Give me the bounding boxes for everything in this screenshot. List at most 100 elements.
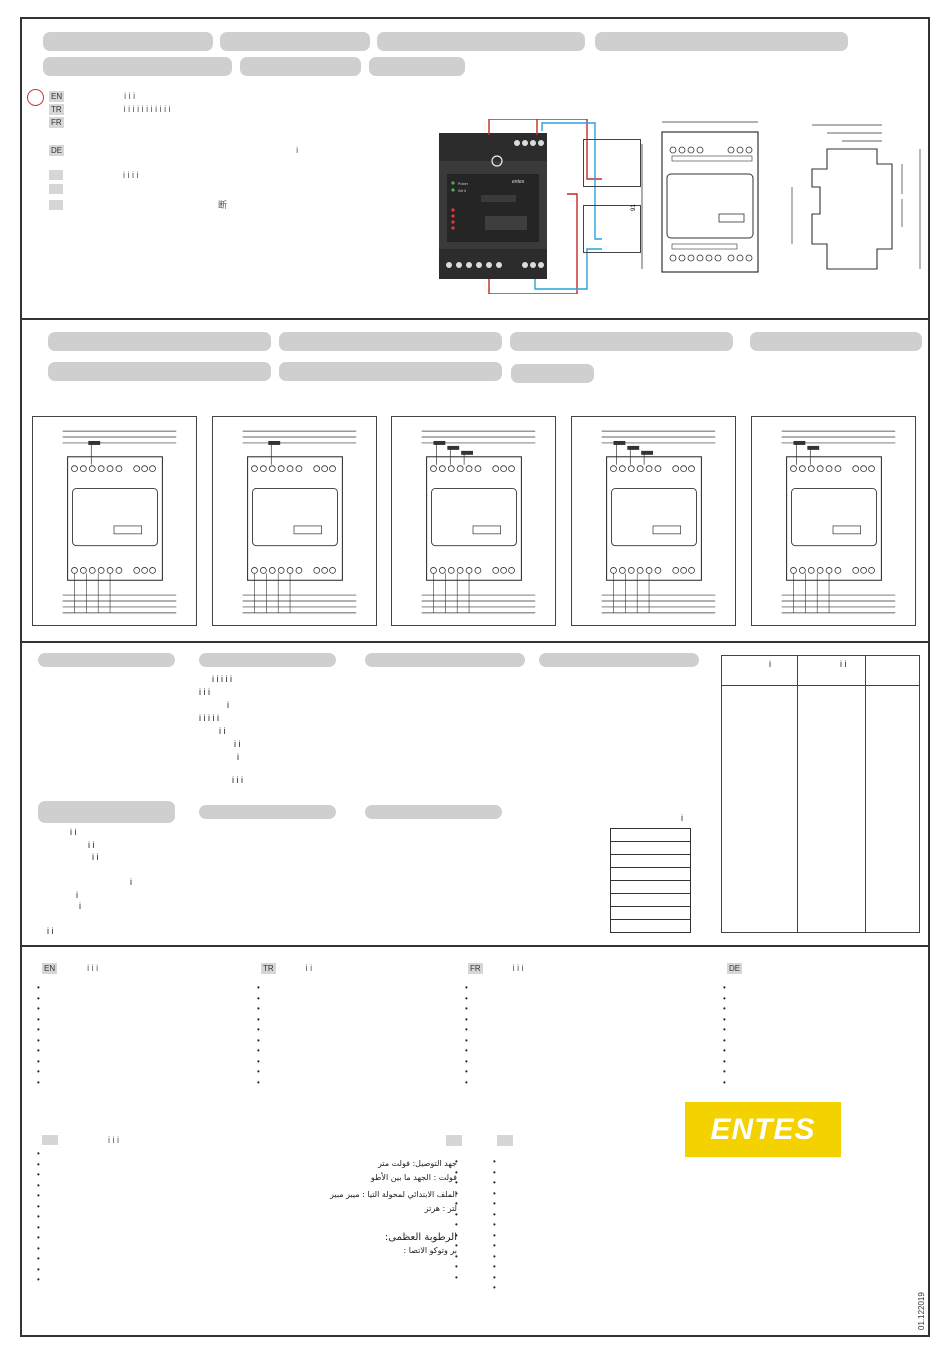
lower-col-title: i i i: [42, 1135, 119, 1145]
spec-line: i i: [92, 852, 99, 862]
lang-row-5: i i i i: [49, 170, 139, 180]
spec-table: [721, 655, 920, 933]
terminal: [816, 465, 824, 473]
terminal: [80, 465, 87, 473]
spec-line: i: [79, 901, 81, 911]
wiring-diagram-5: [751, 416, 916, 626]
terminal: [277, 567, 285, 574]
arabic-line: الملف الابتدائي لمحولة التيا : ميبر مبير: [330, 1190, 457, 1199]
svg-text:Power: Power: [458, 182, 469, 186]
heading-bar: [48, 362, 271, 381]
spec-line: i i: [234, 739, 241, 749]
bullet-list-lower-right: •••••••••••••: [493, 1157, 496, 1292]
svg-text:entes: entes: [512, 179, 525, 185]
terminal: [260, 465, 267, 473]
terminal: [115, 465, 123, 473]
section-connections: [22, 320, 928, 643]
heading-bar: [539, 653, 699, 667]
terminal: [474, 567, 482, 574]
terminal: [807, 567, 815, 574]
spec-line: i i: [88, 840, 95, 850]
terminal: [260, 567, 267, 574]
heading-bar: [369, 57, 465, 76]
terminal: [115, 567, 123, 574]
heading-bar: [377, 32, 585, 51]
terminal: [430, 465, 437, 473]
small-spec-table: [610, 828, 691, 933]
bullet-list-ar: ••••••••••••: [455, 1157, 458, 1282]
terminal: [619, 567, 626, 574]
heading-bar: [240, 57, 361, 76]
terminal: [799, 465, 806, 473]
entes-logo: ENTES: [685, 1102, 841, 1157]
terminal: [654, 465, 662, 473]
terminal: [645, 465, 653, 473]
heading-bar: [365, 653, 525, 667]
terminal: [834, 465, 842, 473]
terminal: [619, 465, 626, 473]
heading-bar: [48, 332, 271, 351]
bullet-list-de: ••••••••••: [723, 983, 726, 1087]
terminal: [277, 465, 285, 473]
heading-bar: [38, 801, 175, 823]
terminal: [627, 465, 635, 473]
arabic-line: الرطوبة العظمى:: [384, 1232, 457, 1243]
terminal: [465, 465, 473, 473]
terminal: [71, 465, 78, 473]
terminal: [816, 567, 824, 574]
terminal: [799, 567, 806, 574]
svg-text:Set it: Set it: [458, 189, 466, 193]
terminal: [88, 465, 96, 473]
heading-bar: [510, 332, 733, 351]
terminal: [636, 465, 644, 473]
spec-line: i i: [219, 726, 226, 736]
lang-row-7: 断: [49, 198, 227, 211]
terminal: [834, 567, 842, 574]
terminal: [286, 465, 294, 473]
terminal: [88, 567, 96, 574]
lang-tag-blank: [497, 1135, 513, 1146]
spec-table-col-divider: [797, 655, 798, 933]
terminal: [295, 465, 303, 473]
terminal: [295, 567, 303, 574]
terminal: [456, 567, 464, 574]
wiring-diagram-3: [391, 416, 556, 626]
spec-line: i i: [70, 827, 77, 837]
terminal: [251, 465, 258, 473]
spec-line: i i i i i: [212, 674, 232, 684]
spec-table-header: i: [769, 659, 771, 669]
spec-line: i i i i i: [199, 713, 219, 723]
terminal: [106, 465, 114, 473]
heading-bar: [38, 653, 175, 667]
terminal: [97, 465, 105, 473]
heading-bar: [43, 32, 213, 51]
spec-line: i: [76, 890, 78, 900]
terminal: [447, 465, 455, 473]
terminal: [447, 567, 455, 574]
terminal: [654, 567, 662, 574]
spec-line: i i i: [199, 687, 210, 697]
terminal: [610, 465, 617, 473]
spec-line: i: [237, 752, 239, 762]
terminal: [627, 567, 635, 574]
selected-language-marker: [27, 89, 44, 106]
relay-diagram-1: [583, 139, 641, 187]
heading-bar: [220, 32, 370, 51]
heading-bar: [279, 332, 502, 351]
terminal: [439, 465, 446, 473]
heading-bar: [511, 364, 594, 383]
arabic-line: بر وتوكو الاتصا :: [403, 1246, 457, 1255]
wiring-diagram-2: [212, 416, 377, 626]
arabic-line: جهد التوصيل: فولت متر: [378, 1159, 457, 1168]
terminal: [80, 567, 87, 574]
svg-text:91: 91: [631, 204, 637, 211]
heading-bar: [199, 805, 336, 819]
